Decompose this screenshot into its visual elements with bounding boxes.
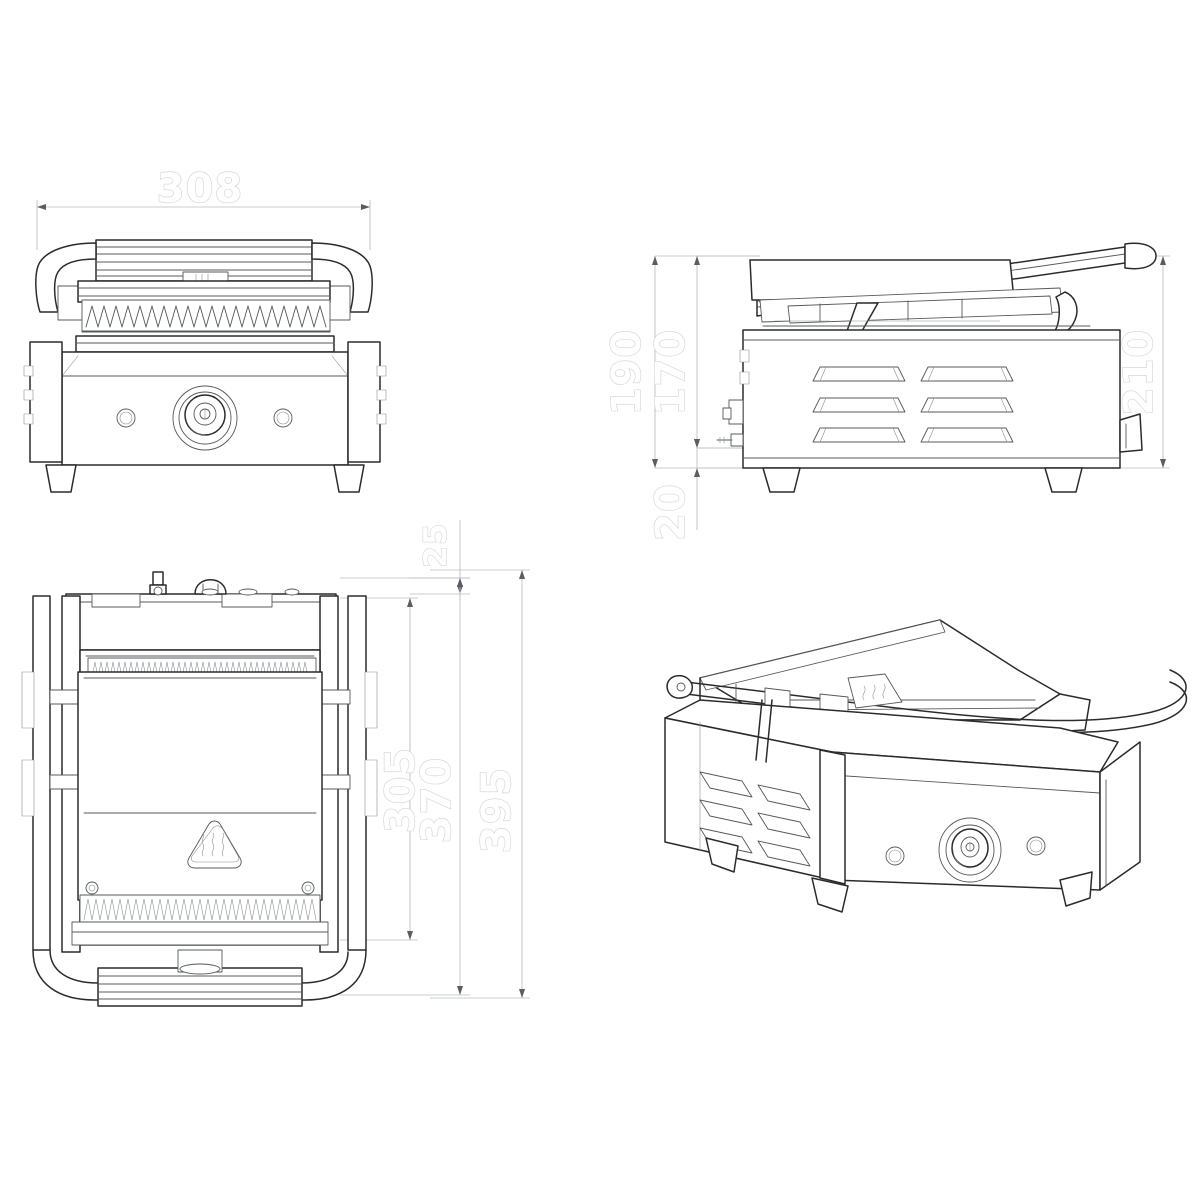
dimension-label-side-depth: 210 xyxy=(1116,329,1162,416)
plate-screw-left xyxy=(85,881,99,895)
front-side-trims xyxy=(23,341,387,463)
front-upper-plate xyxy=(77,280,331,303)
dimension-top-body-depth xyxy=(340,577,470,996)
indicator-lamp-right-inner xyxy=(276,411,290,425)
iso-body-front-face xyxy=(831,751,1101,891)
top-side-rails xyxy=(21,595,378,1007)
front-view xyxy=(23,200,387,493)
front-feet xyxy=(45,464,365,493)
front-grill-ridges xyxy=(81,299,331,337)
vent-slot xyxy=(920,366,1014,382)
front-upper-handle xyxy=(95,239,313,284)
dimension-front-width xyxy=(36,200,371,250)
vent-slot xyxy=(812,427,906,443)
dimension-label-front-width: 308 xyxy=(157,166,244,212)
side-rear-fittings xyxy=(716,349,750,447)
front-lower-plate xyxy=(75,335,335,353)
iso-body-left-trim xyxy=(819,749,846,885)
top-ridge-front xyxy=(71,894,329,946)
side-upper-plate xyxy=(749,259,1078,334)
iso-body-right-trim xyxy=(1099,741,1141,891)
dimension-label-top-overall-depth: 395 xyxy=(474,767,520,854)
side-body xyxy=(742,320,1121,469)
iso-control-knob-icon[interactable] xyxy=(938,817,1002,883)
plate-screw-right xyxy=(301,881,315,895)
dimension-top-overall-depth xyxy=(430,569,530,999)
top-cook-plate xyxy=(77,671,323,901)
vent-slot xyxy=(920,397,1014,413)
iso-indicator-right-icon xyxy=(1026,836,1046,856)
isometric-view xyxy=(664,619,1188,913)
hot-surface-warning-icon xyxy=(187,820,242,869)
top-view xyxy=(21,520,530,1007)
side-latch-block xyxy=(1119,413,1143,453)
vent-slot xyxy=(812,366,906,382)
side-feet xyxy=(762,467,1083,493)
iso-indicator-left-icon xyxy=(885,846,905,866)
side-vent-slots xyxy=(812,366,1014,443)
indicator-lamp-left-icon xyxy=(116,408,136,428)
vent-slot xyxy=(920,427,1014,443)
dimension-label-side-height-total: 190 xyxy=(604,329,650,416)
dimension-label-top-plate-depth: 305 xyxy=(378,747,424,834)
dimension-label-top-body-depth: 370 xyxy=(414,757,460,844)
top-rear-strip xyxy=(65,571,337,651)
iso-rear-post xyxy=(699,677,773,763)
iso-hot-surface-icon xyxy=(847,673,903,709)
control-knob-icon[interactable] xyxy=(172,385,238,451)
dimension-label-side-height-body: 170 xyxy=(648,329,694,416)
dimension-label-side-foot: 20 xyxy=(648,483,694,541)
dimension-label-top-gap: 25 xyxy=(418,522,454,567)
iso-vent-slots xyxy=(699,771,811,867)
indicator-lamp-right-icon xyxy=(273,408,293,428)
side-view xyxy=(652,242,1170,530)
indicator-lamp-left-inner xyxy=(119,411,133,425)
iso-feet xyxy=(705,837,1093,913)
vent-slot xyxy=(812,397,906,413)
